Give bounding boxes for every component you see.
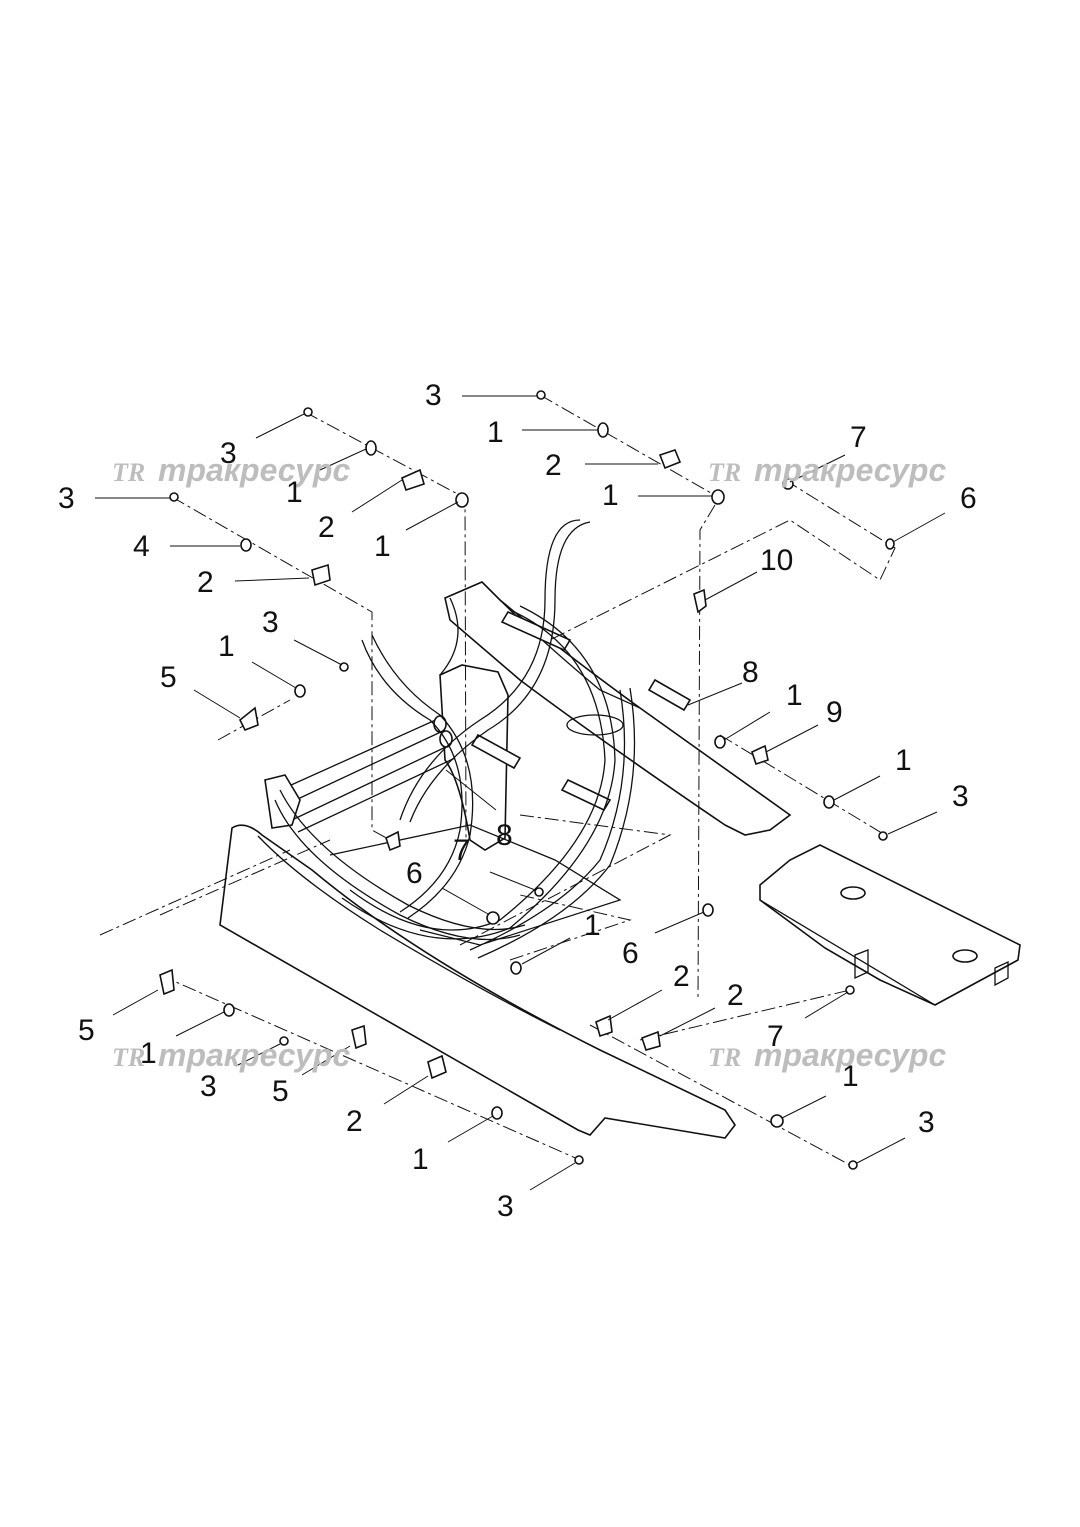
callout-label: 1 [140,1037,157,1070]
callout-label: 1 [374,530,391,563]
callout-label: 7 [850,421,867,454]
callout-label: 3 [952,780,969,813]
callout-label: 8 [742,656,759,689]
callout-label: 7 [453,834,470,867]
watermark-bottom-left: TR тракресурс [112,1037,350,1073]
callout-label: 5 [78,1014,95,1047]
watermark-text: тракресурс [158,452,350,488]
hose-lines [274,519,636,959]
callout-label: 2 [727,979,744,1012]
callout-label: 1 [218,630,235,663]
callout-label: 1 [584,909,601,942]
callout-label: 3 [425,379,442,412]
callout-label: 7 [767,1020,784,1053]
watermark-text: тракресурс [754,1037,946,1073]
callout-label: 3 [262,606,279,639]
callout-label: 10 [760,544,793,577]
callout-label: 6 [622,937,639,970]
frame-assembly [219,581,1021,1139]
callout-label: 1 [286,476,303,509]
callout-label: 2 [673,960,690,993]
watermark-top-left: TR тракресурс [112,452,350,488]
callout-label: 6 [960,482,977,515]
callout-label: 1 [487,416,504,449]
watermark-logo: TR [112,458,145,487]
callout-label: 3 [200,1070,217,1103]
callout-label: 1 [602,479,619,512]
watermark-top-right: TR тракресурс [708,452,946,488]
callout-label: 9 [826,696,843,729]
hardware [159,390,895,1170]
callout-label: 4 [133,530,150,563]
watermark-bottom-right: TR тракресурс [708,1037,946,1073]
leader-lines [95,395,946,1191]
watermark-logo: TR [112,1043,145,1072]
callout-label: 5 [160,661,177,694]
callout-label: 5 [272,1075,289,1108]
callout-label: 6 [406,857,423,890]
watermarks: TR тракресурс TR тракресурс TR тракресур… [112,452,946,1073]
callout-label: 8 [496,819,513,852]
callout-label: 3 [497,1190,514,1223]
watermark-logo: TR [708,1043,741,1072]
callout-label: 1 [786,679,803,712]
callout-label: 1 [412,1143,429,1176]
callout-label: 2 [346,1105,363,1138]
callout-label: 2 [545,449,562,482]
callout-label: 3 [58,482,75,515]
callout-label: 1 [895,744,912,777]
callout-label: 2 [197,566,214,599]
callout-label: 3 [918,1106,935,1139]
callout-label: 3 [220,437,237,470]
callout-label: 2 [318,511,335,544]
callout-label: 1 [842,1060,859,1093]
watermark-logo: TR [708,458,741,487]
callout-labels: 3 1 2 1 7 6 3 1 2 1 3 4 2 10 3 1 5 8 1 9… [58,379,977,1223]
watermark-text: тракресурс [754,452,946,488]
watermark-text: тракресурс [158,1037,350,1073]
